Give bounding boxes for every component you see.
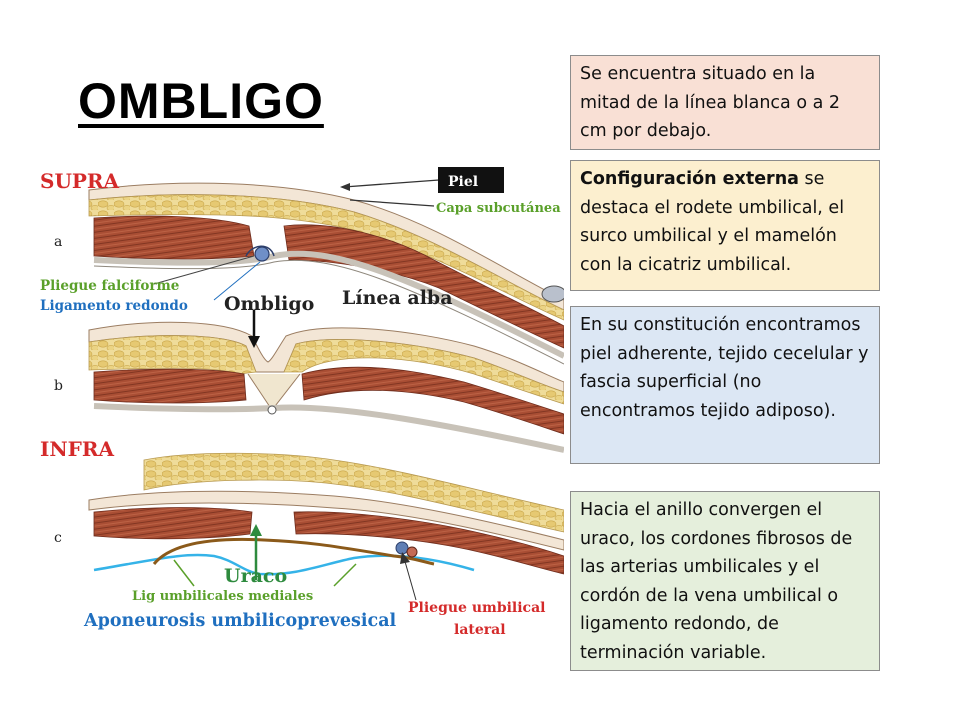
leader-line-ligamento [213, 261, 261, 301]
info-box-ring-convergence-text: Hacia el anillo convergen el uraco, los … [580, 500, 853, 663]
info-box-external-configuration: Configuración externa se destaca el rode… [570, 160, 880, 291]
piel-label-background [438, 167, 504, 193]
info-box-external-configuration-text: se destaca el rodete umbilical, el surco… [580, 169, 845, 275]
label-c: c [54, 530, 62, 546]
label-capa-subcutanea: Capa subcutánea [436, 201, 561, 216]
label-uraco: Uraco [224, 565, 287, 587]
panel-b-cross-section [88, 321, 564, 453]
label-ombligo: Ombligo [224, 293, 314, 315]
leader-line-pliegue [153, 255, 255, 285]
label-lig-umbilicales-mediales: Lig umbilicales mediales [132, 589, 313, 604]
info-box-constitution: En su constitución encontramos piel adhe… [570, 306, 880, 464]
label-aponeurosis: Aponeurosis umbilicoprevesical [83, 611, 397, 631]
page-title: OMBLIGO [78, 73, 324, 129]
leader-line-pliegue-lateral [403, 557, 417, 601]
label-b: b [54, 378, 63, 394]
label-supra: SUPRA [40, 169, 120, 193]
label-lateral: lateral [454, 622, 506, 638]
panel-c-cross-section [88, 452, 564, 587]
label-linea-alba: Línea alba [342, 287, 453, 309]
info-box-constitution-text: En su constitución encontramos piel adhe… [580, 315, 869, 421]
info-box-location: Se encuentra situado en la mitad de la l… [570, 55, 880, 150]
label-piel: Piel [448, 174, 478, 190]
leader-line-capa [349, 199, 435, 207]
info-box-ring-convergence: Hacia el anillo convergen el uraco, los … [570, 491, 880, 671]
leader-line-piel [343, 179, 440, 188]
info-box-external-configuration-heading: Configuración externa [580, 169, 799, 189]
label-infra: INFRA [40, 437, 114, 461]
info-box-location-text: Se encuentra situado en la mitad de la l… [580, 64, 841, 141]
panel-a-cross-section [88, 182, 564, 365]
label-ligamento-redondo: Ligamento redondo [40, 298, 188, 314]
label-pliegue-umbilical: Pliegue umbilical [408, 600, 545, 616]
label-pliegue-falciforme: Pliegue falciforme [40, 278, 179, 294]
label-a: a [54, 234, 62, 250]
umbilicus-anatomy-diagram: SUPRA a Piel Capa subcutánea Pliegue fal… [34, 160, 564, 640]
